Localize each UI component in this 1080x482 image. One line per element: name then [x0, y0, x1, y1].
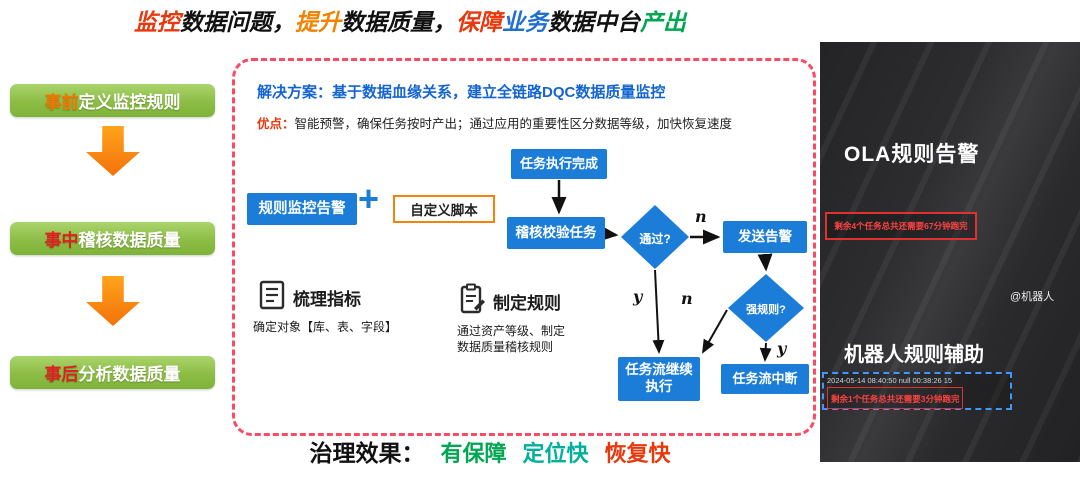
robot-alert-box: 2024-05-14 08:40:50 null 00:38:26 15 剩余1… [822, 372, 1012, 410]
branch-label-no: n [695, 207, 707, 226]
card-title-make-rules: 制定规则 [493, 294, 561, 313]
robot-alert-text: 剩余1个任务总共还需要3分钟跑完 [831, 394, 960, 404]
branch-label-yes: y [633, 287, 643, 306]
title-segment: 数据问题， [180, 9, 295, 35]
solution-panel: 解决方案：基于数据血缘关系，建立全链路DQC数据质量监控 优点：智能预警，确保任… [232, 58, 816, 436]
effect-item: 恢复快 [604, 441, 671, 466]
robot-mention: @机器人 [1010, 291, 1055, 303]
title-segment: 数据质量， [341, 9, 456, 35]
flow-node-send-alert: 发送告警 [723, 221, 807, 253]
clipboard-pencil-icon [457, 283, 487, 320]
ola-rule-alert-title: OLA规则告警 [844, 143, 980, 166]
title-segment: 监控 [134, 9, 180, 35]
title-segment: 产出 [640, 9, 686, 35]
stage-prefix: 事前 [44, 93, 79, 112]
stage-prefix: 事中 [44, 231, 79, 250]
stage-before-box: 事前定义监控规则 [10, 84, 215, 117]
down-arrow-icon [86, 276, 140, 326]
stage-during-box: 事中稽核数据质量 [10, 222, 215, 255]
flow-node-interrupt-flow: 任务流中断 [721, 364, 809, 394]
robot-rule-assist-title: 机器人规则辅助 [844, 344, 984, 366]
branch-label-no: n [681, 289, 693, 308]
title-segment: 业务 [502, 9, 548, 35]
solution-heading: 解决方案：基于数据血缘关系，建立全链路DQC数据质量监控 [257, 84, 666, 101]
effect-item: 有保障 [440, 441, 507, 466]
card-desc-make-rules: 通过资产等级、制定 数据质量稽核规则 [457, 324, 566, 355]
ola-alert-box: 剩余4个任务总共还需要67分钟跑完 [825, 212, 977, 240]
advantage-label: 优点： [257, 117, 295, 131]
stage-label: 定义监控规则 [78, 93, 181, 112]
document-list-icon [257, 279, 287, 316]
branch-label-yes: y [777, 339, 787, 358]
right-screenshot-panel: OLA规则告警 剩余4个任务总共还需要67分钟跑完 @机器人 机器人规则辅助 2… [820, 42, 1080, 462]
strong-rule-diamond-label: 强规则? [746, 304, 786, 316]
effects-label: 治理效果： [309, 440, 425, 466]
title-segment: 保障 [456, 9, 502, 35]
stage-label: 稽核数据质量 [78, 231, 181, 250]
governance-effects: 治理效果： 有保障 定位快 恢复快 [230, 434, 750, 468]
title-segment: 数据中台 [548, 9, 640, 35]
robot-alert-inner-box: 剩余1个任务总共还需要3分钟跑完 [827, 387, 964, 409]
advantage-text: 智能预警，确保任务按时产出；通过应用的重要性区分数据等级，加快恢复速度 [294, 117, 733, 131]
card-desc-sort-metrics: 确定对象【库、表、字段】 [253, 320, 398, 334]
flow-node-audit-task: 稽核校验任务 [507, 217, 605, 249]
stage-label: 分析数据质量 [78, 365, 181, 384]
card-title-sort-metrics: 梳理指标 [293, 290, 361, 309]
down-arrow-icon [86, 126, 140, 176]
flow-node-custom-script: 自定义脚本 [393, 195, 495, 223]
plus-icon: + [358, 178, 380, 219]
flow-node-task-done: 任务执行完成 [511, 149, 607, 179]
stage-prefix: 事后 [44, 365, 79, 384]
flow-node-continue-flow: 任务流继续执行 [618, 357, 700, 401]
stage-after-box: 事后分析数据质量 [10, 356, 215, 389]
pass-diamond-label: 通过? [639, 232, 671, 246]
solution-advantage: 优点：智能预警，确保任务按时产出；通过应用的重要性区分数据等级，加快恢复速度 [257, 113, 732, 132]
ola-alert-text: 剩余4个任务总共还需要67分钟跑完 [834, 221, 968, 231]
flow-node-rule-alarm: 规则监控告警 [247, 193, 357, 225]
effect-item: 定位快 [522, 441, 589, 466]
robot-alert-meta: 2024-05-14 08:40:50 null 00:38:26 15 [827, 376, 953, 385]
page-title: 监控 数据问题， 提升 数据质量， 保障 业务 数据中台 产出 [100, 3, 720, 37]
title-segment: 提升 [295, 9, 341, 35]
